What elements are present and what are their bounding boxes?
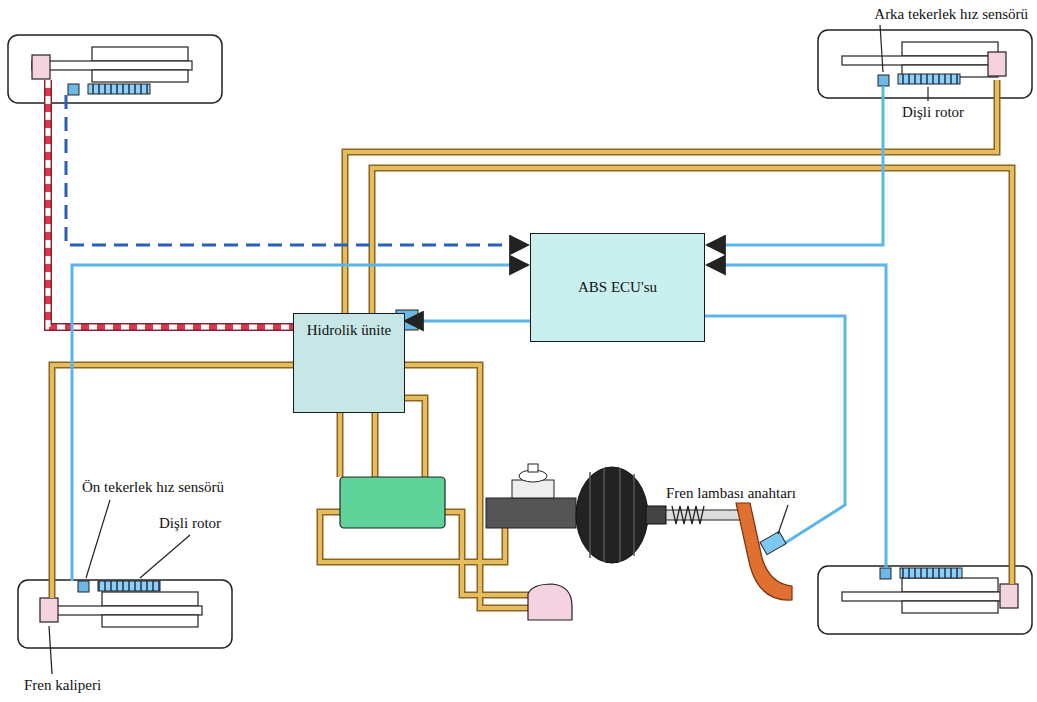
toothed-rotor (98, 581, 160, 591)
brake-pipe-highlight (48, 80, 293, 327)
wheel-front-left (8, 35, 222, 103)
reservoir (528, 584, 572, 620)
proportioning-valve (340, 477, 445, 528)
brake-pipes (52, 80, 1012, 608)
hydraulic-unit-box: Hidrolik ünite (293, 313, 405, 413)
brake-booster (576, 467, 666, 563)
brake-caliper (32, 55, 50, 79)
brake-caliper (988, 52, 1006, 76)
brake-light-switch (760, 531, 786, 554)
part-label: Dişli rotor (157, 514, 223, 532)
push-rod (666, 506, 742, 524)
toothed-rotor (900, 568, 962, 578)
signal-wire (405, 320, 530, 323)
wheel-rear-right-lower (818, 566, 1032, 634)
leader-lines (49, 25, 928, 674)
toothed-rotor (898, 74, 960, 84)
speed-sensor (878, 75, 889, 86)
speed-sensor (78, 581, 89, 592)
control-unit-box: ABS ECU'su (530, 233, 705, 342)
speed-sensor (68, 84, 79, 95)
brake-pedal (736, 503, 792, 600)
sensor-wires (66, 86, 886, 581)
box-label: ABS ECU'su (578, 277, 657, 297)
toothed-rotor (88, 84, 150, 94)
part-label: Dişli rotor (900, 103, 966, 121)
part-label: Ön tekerlek hız sensörü (80, 478, 226, 496)
part-label: Fren lambası anahtarı (664, 484, 798, 502)
speed-sensor (880, 568, 891, 579)
master-cylinder (486, 464, 576, 528)
brake-caliper (1000, 584, 1018, 608)
part-label: Arka tekerlek hız sensörü (872, 5, 1030, 23)
box-label: Hidrolik ünite (307, 320, 392, 340)
part-label: Fren kaliperi (22, 676, 103, 694)
brake-caliper (40, 598, 58, 622)
